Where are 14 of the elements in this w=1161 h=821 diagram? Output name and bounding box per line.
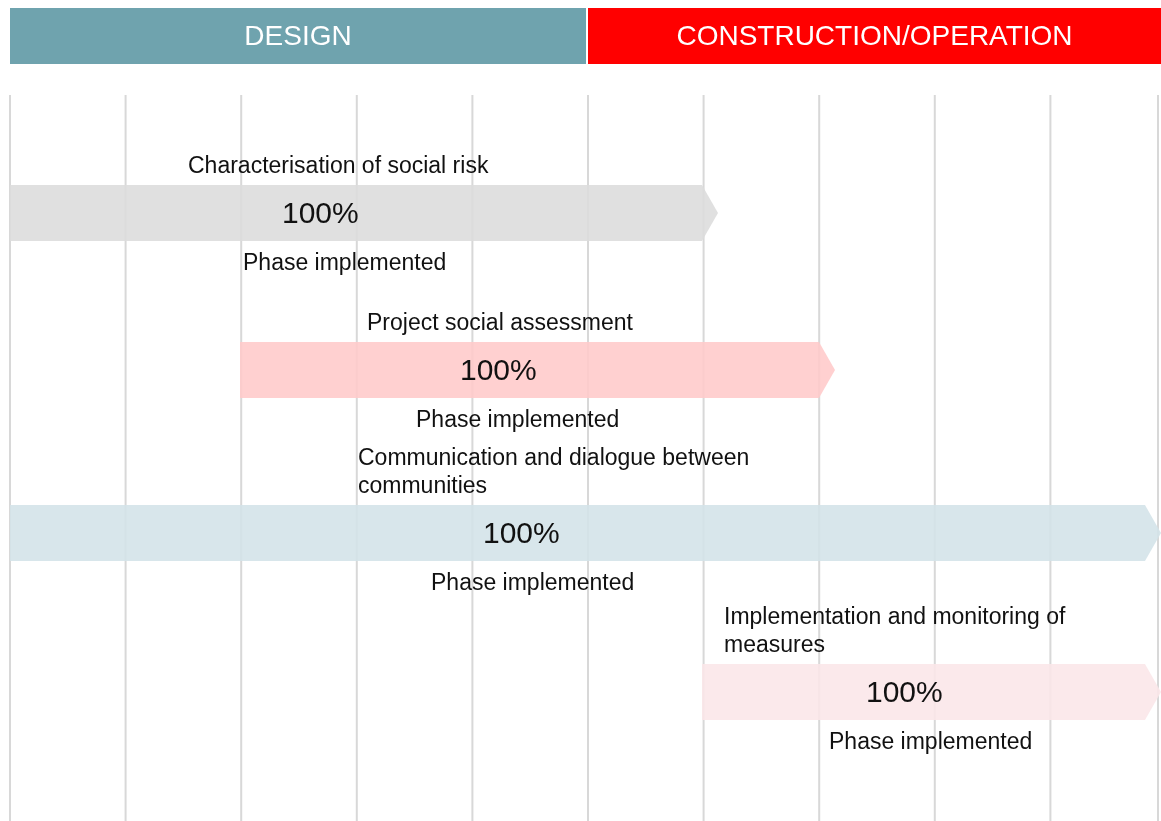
task-title: Communication and dialogue between communities: [358, 443, 751, 499]
percent-value: 100%: [282, 196, 359, 230]
phase-status: Phase implemented: [243, 249, 447, 276]
phase-status: Phase implemented: [416, 406, 620, 433]
phase-status: Phase implemented: [431, 569, 635, 596]
task-title: Characterisation of social risk: [188, 151, 490, 179]
task-title: Project social assessment: [367, 308, 634, 336]
phase-band: CONSTRUCTION/OPERATION: [588, 8, 1161, 64]
phase-status: Phase implemented: [829, 728, 1033, 755]
phase-band: DESIGN: [10, 8, 586, 64]
task-title: Implementation and monitoring of measures: [724, 602, 1067, 658]
percent-value: 100%: [483, 516, 560, 550]
percent-value: 100%: [866, 675, 943, 709]
percent-value: 100%: [460, 353, 537, 387]
